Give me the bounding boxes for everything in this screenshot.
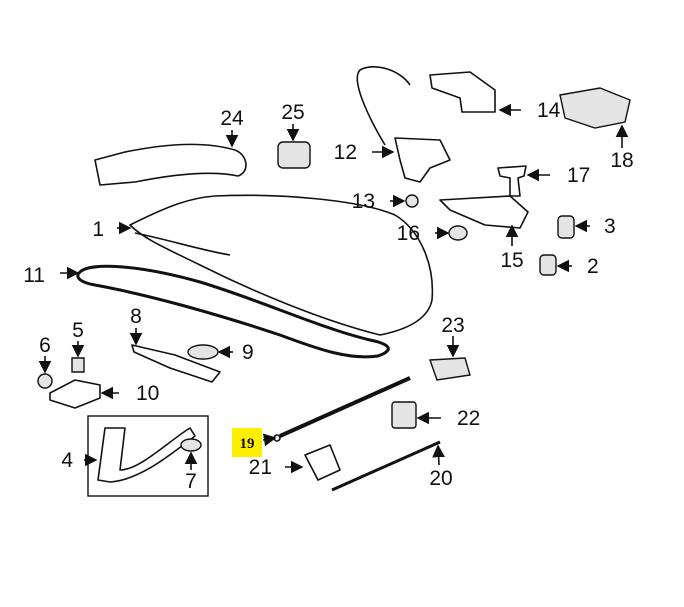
callout-24: 24 xyxy=(220,107,244,130)
callout-12: 12 xyxy=(334,141,357,164)
part-14 xyxy=(429,71,496,113)
part-6-nut xyxy=(37,373,53,389)
part-9-grommet xyxy=(187,344,219,360)
part-21-plate xyxy=(304,444,341,481)
part-24-harness xyxy=(94,143,247,186)
callout-1: 1 xyxy=(92,218,104,241)
callout-21: 21 xyxy=(249,456,272,479)
part-8 xyxy=(131,344,221,383)
part-20-strut xyxy=(331,440,441,492)
callout-23: 23 xyxy=(441,314,464,337)
part-16 xyxy=(448,225,468,241)
part-23 xyxy=(429,357,471,381)
callout-18: 18 xyxy=(610,149,633,172)
part-12-latch xyxy=(394,137,451,183)
callout-22: 22 xyxy=(457,407,480,430)
part-18 xyxy=(559,87,631,129)
part-22 xyxy=(391,401,417,429)
callout-19-highlight xyxy=(232,428,262,457)
callout-7: 7 xyxy=(185,470,197,493)
callout-15: 15 xyxy=(500,249,523,272)
callout-20: 20 xyxy=(429,467,452,490)
callout-14: 14 xyxy=(537,99,561,122)
callout-25: 25 xyxy=(281,101,304,124)
callout-13: 13 xyxy=(352,190,375,213)
callout-3: 3 xyxy=(604,215,616,238)
weatherstrip-seal xyxy=(76,264,390,359)
callout-8: 8 xyxy=(130,305,142,328)
callout-2: 2 xyxy=(587,255,599,278)
part-4-hinge xyxy=(97,427,196,483)
callout-16: 16 xyxy=(397,222,420,245)
callout-11: 11 xyxy=(23,264,45,287)
callout-5: 5 xyxy=(72,319,84,342)
callout-arrow-20 xyxy=(432,444,445,466)
part-7-grommet xyxy=(180,438,202,452)
callout-4: 4 xyxy=(61,449,73,472)
callout-10: 10 xyxy=(136,382,159,405)
callout-19: 19 xyxy=(240,436,255,452)
part-13-bolt xyxy=(405,194,419,208)
part-19-strut xyxy=(279,376,411,438)
callout-6: 6 xyxy=(39,334,51,357)
callout-17: 17 xyxy=(567,164,590,187)
part-5-bolt xyxy=(71,357,85,373)
part-2 xyxy=(539,254,557,276)
part-17 xyxy=(497,165,527,197)
trunk-lid xyxy=(129,194,434,336)
part-10-bracket xyxy=(49,379,101,409)
part-3 xyxy=(557,215,575,239)
part-15-bracket xyxy=(439,195,529,229)
part-25 xyxy=(277,141,311,169)
callout-9: 9 xyxy=(242,341,254,364)
